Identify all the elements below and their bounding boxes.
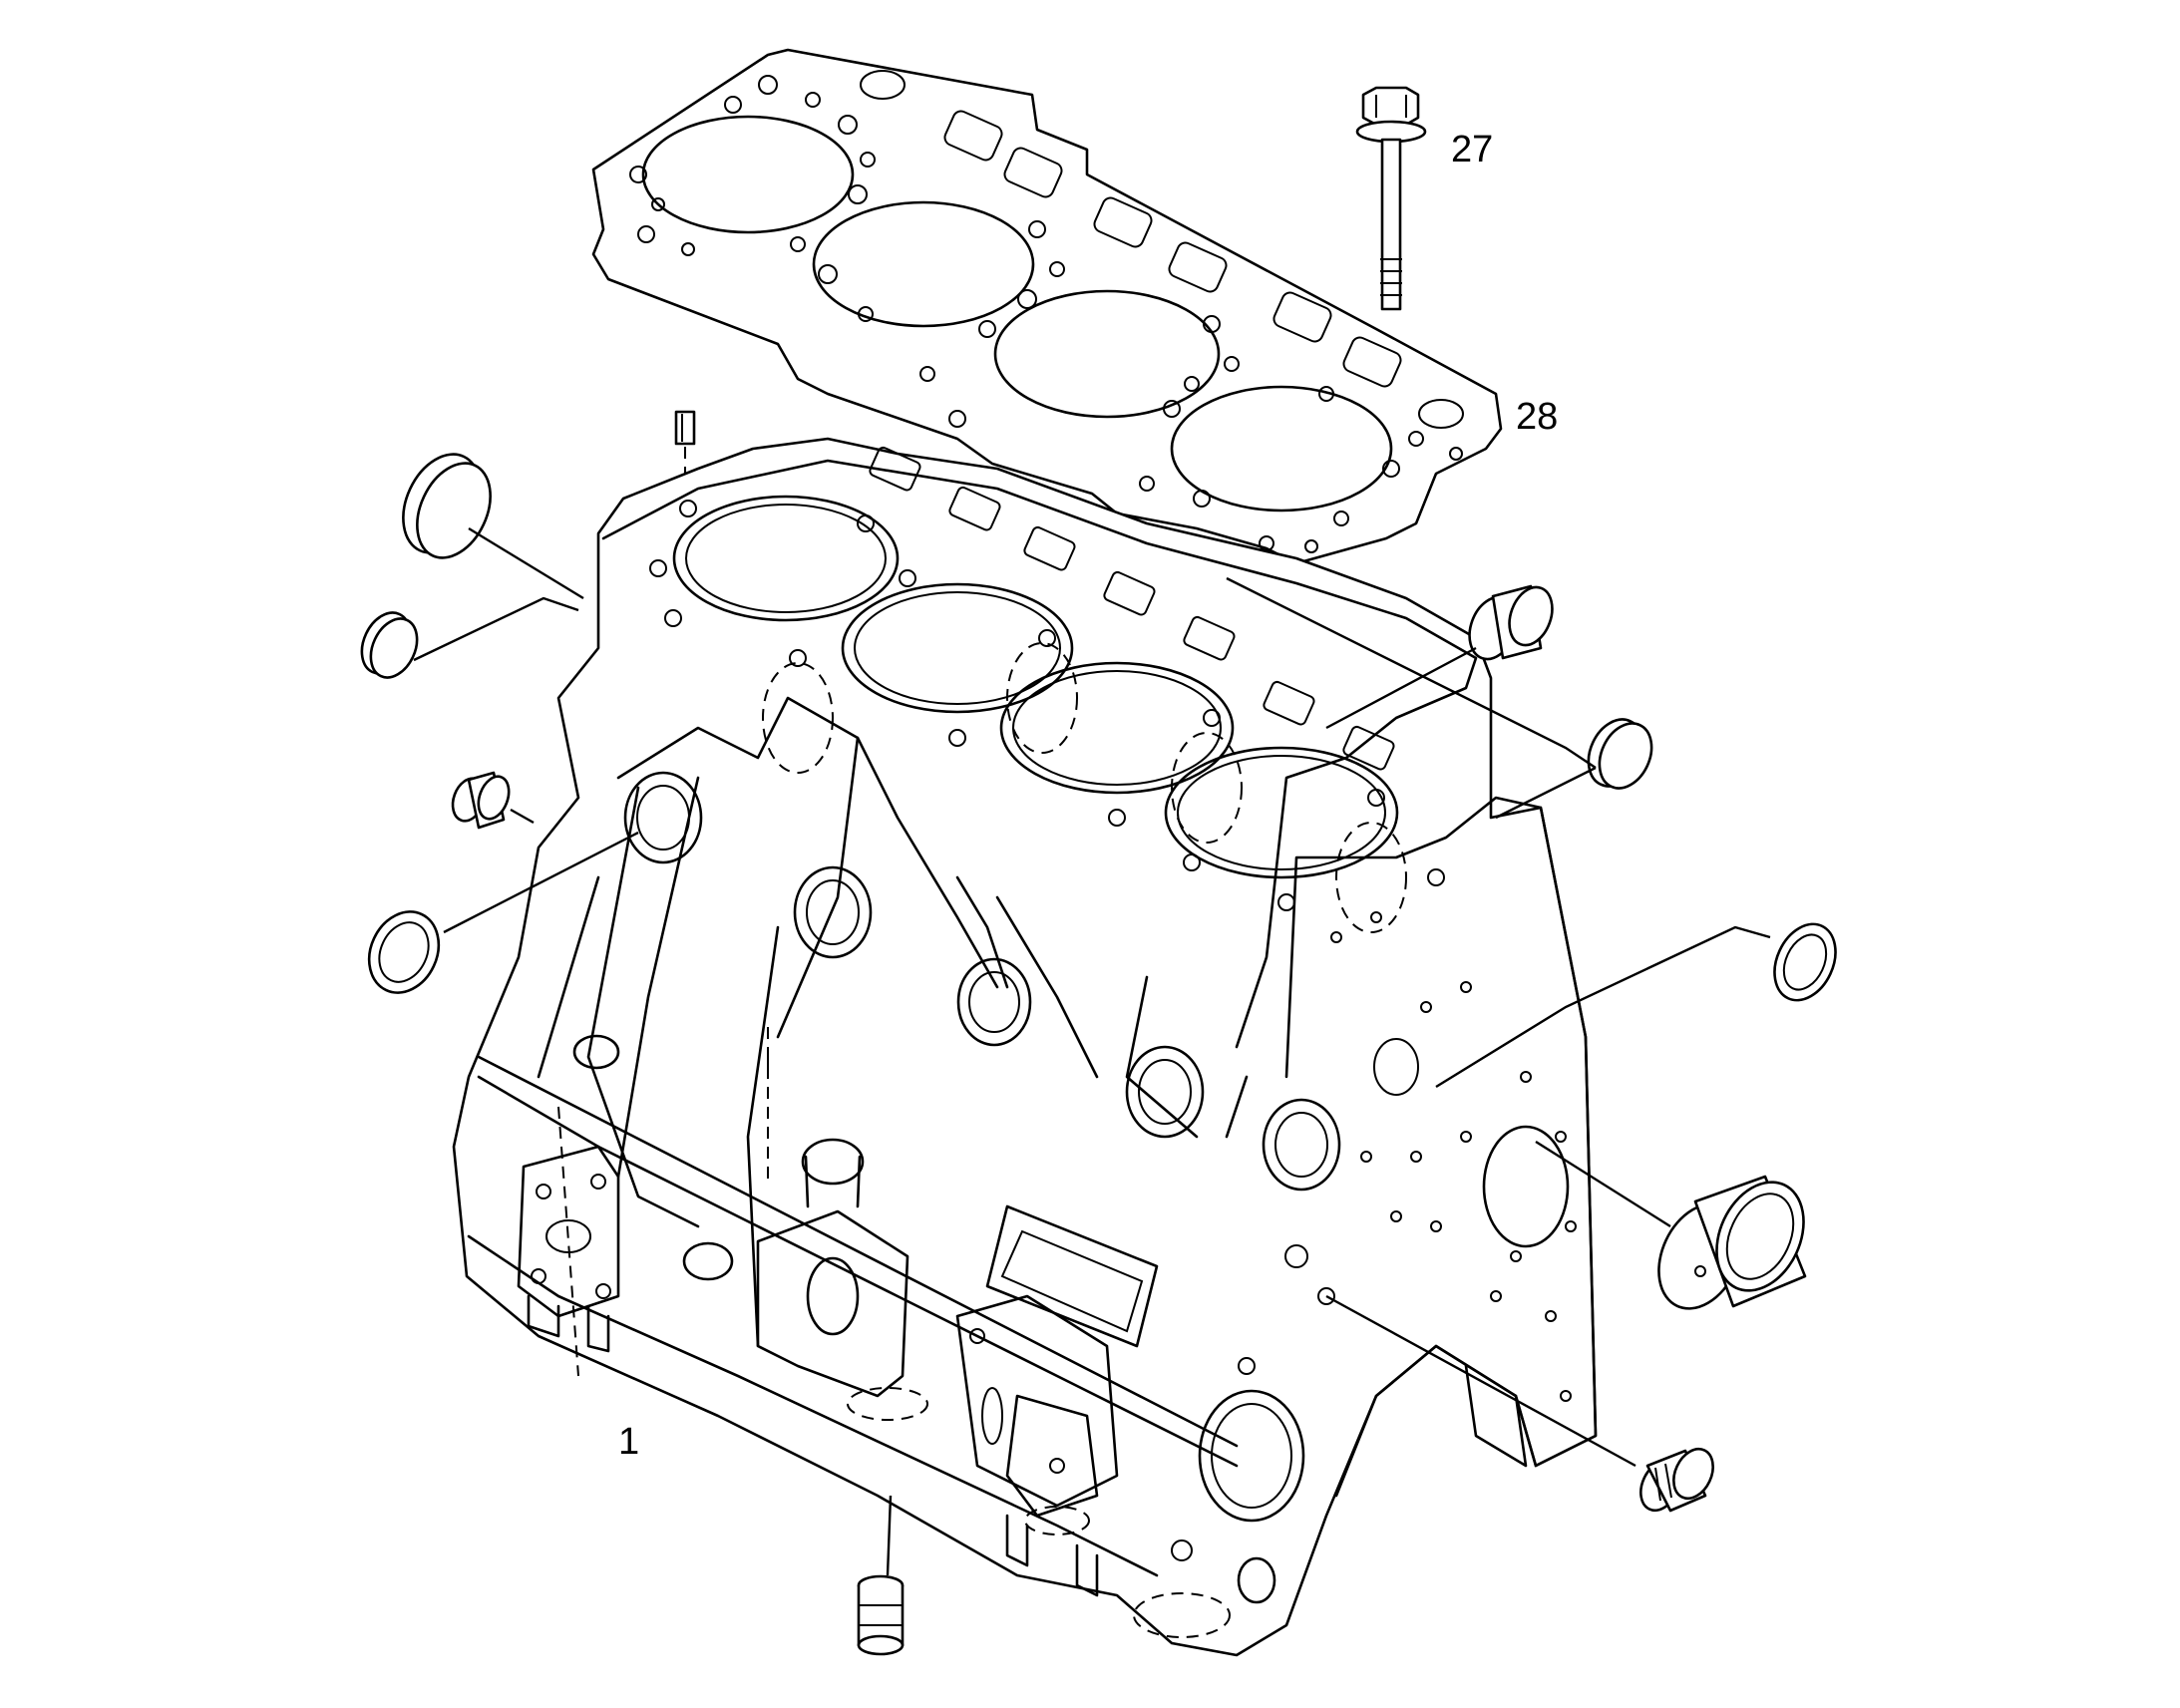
engine-block[interactable] xyxy=(452,437,1598,1657)
cylinder-head-gasket[interactable] xyxy=(591,48,1503,565)
seal-ring-right[interactable] xyxy=(1435,914,1847,1089)
rear-bushing[interactable] xyxy=(1535,1140,1820,1322)
expansion-plug-right[interactable] xyxy=(1226,576,1661,820)
threaded-plug-right-top[interactable] xyxy=(1325,581,1560,730)
callout-27: 27 xyxy=(1451,129,1493,171)
drain-plug-bottom[interactable] xyxy=(857,1495,905,1656)
cylinder-head-bolt[interactable] xyxy=(1355,86,1427,311)
expansion-plug-large-left[interactable] xyxy=(388,442,584,600)
seal-ring-left[interactable] xyxy=(356,831,639,1004)
threaded-plug-left[interactable] xyxy=(447,771,535,830)
dowel-pin[interactable] xyxy=(674,410,696,497)
callout-1: 1 xyxy=(618,1421,639,1463)
expansion-plug-small-left[interactable] xyxy=(353,596,579,685)
threaded-plug-right-bottom[interactable] xyxy=(1325,1294,1720,1517)
callout-28: 28 xyxy=(1516,396,1558,438)
